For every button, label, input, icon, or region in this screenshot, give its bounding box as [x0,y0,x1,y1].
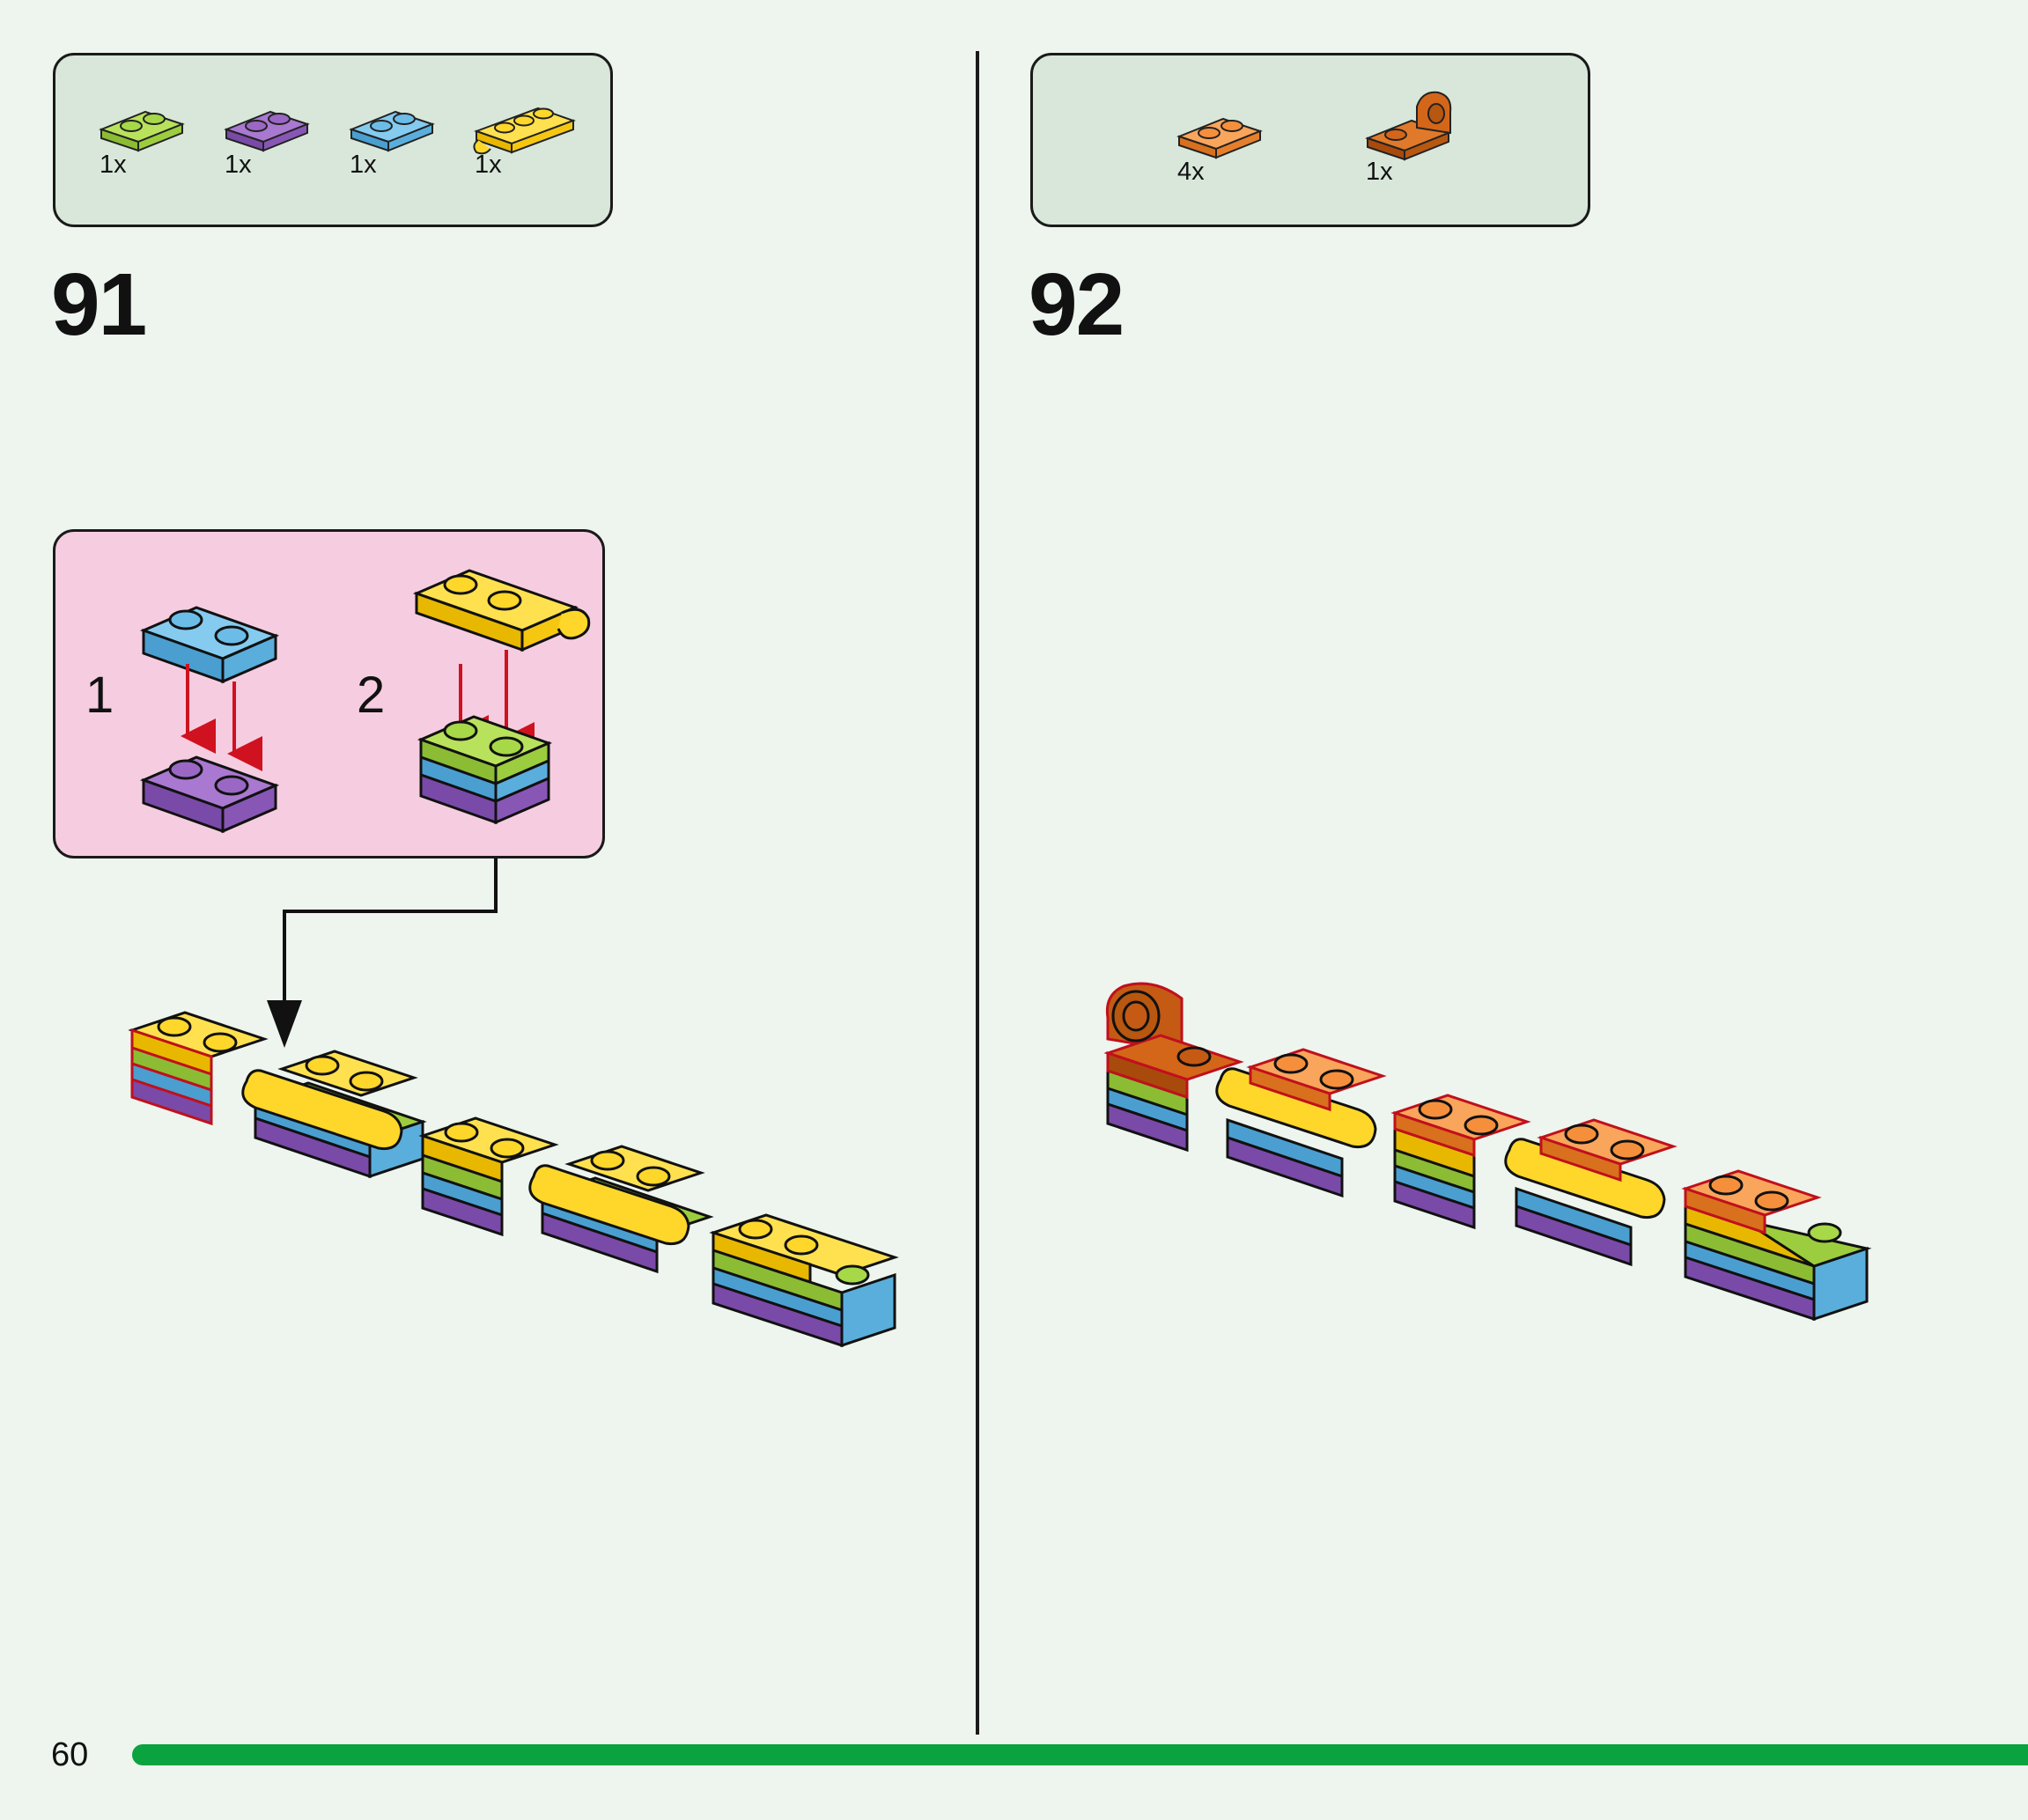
dark-orange-plate-hole-icon [1365,91,1452,161]
step-91-model-illustration [128,1011,899,1348]
lime-plate-1x2-icon [99,110,185,152]
substep-1-blue-plate [139,606,280,684]
substep-1-purple-plate [139,755,280,834]
yellow-plate-clip-icon [473,107,576,155]
model-segment [241,1050,427,1179]
substep-2-stack [417,715,553,825]
model-segment [1681,1169,1872,1322]
part-qty: 1x [100,151,127,179]
model-segment [1504,1118,1678,1267]
model-segment [128,1011,269,1126]
model-segment [1215,1048,1387,1198]
part-orange-hole-plate: 1x [1361,87,1466,210]
step-number-91: 91 [51,255,147,354]
step-number-92: 92 [1029,255,1125,354]
substep-callout: 1 2 [53,529,605,858]
part-blue-plate: 1x [344,96,450,219]
substep-number: 2 [357,667,386,724]
model-segment [709,1213,899,1348]
parts-box-step-92: 4x 1x [1030,53,1590,227]
model-segment-hole-plate [1103,982,1244,1153]
part-purple-plate: 1x [219,96,325,219]
blue-plate-1x2-icon [349,110,435,152]
part-orange-plate: 4x [1172,103,1278,226]
part-qty: 1x [475,151,502,179]
parts-box-step-91: 1x 1x 1x 1x [53,53,613,227]
substep-number: 1 [85,667,114,724]
part-yellow-clip-plate: 1x [469,96,576,219]
part-qty: 1x [1366,158,1393,186]
model-segment [1390,1094,1531,1230]
step-divider [976,51,979,1735]
substep-2-yellow-clip-plate [412,569,591,652]
callout-illustration [139,569,591,834]
part-qty: 4x [1177,158,1205,186]
progress-bar [132,1744,2028,1765]
part-qty: 1x [350,151,377,179]
model-segment [528,1145,714,1274]
model-segment [418,1116,559,1237]
page-number: 60 [51,1736,89,1773]
progress-bar-fill [132,1744,2028,1765]
orange-plate-1x2-icon [1176,117,1263,159]
step-92-model-illustration [1103,982,1872,1322]
part-lime-plate: 1x [94,96,200,219]
purple-plate-1x2-icon [224,110,310,152]
part-qty: 1x [225,151,252,179]
